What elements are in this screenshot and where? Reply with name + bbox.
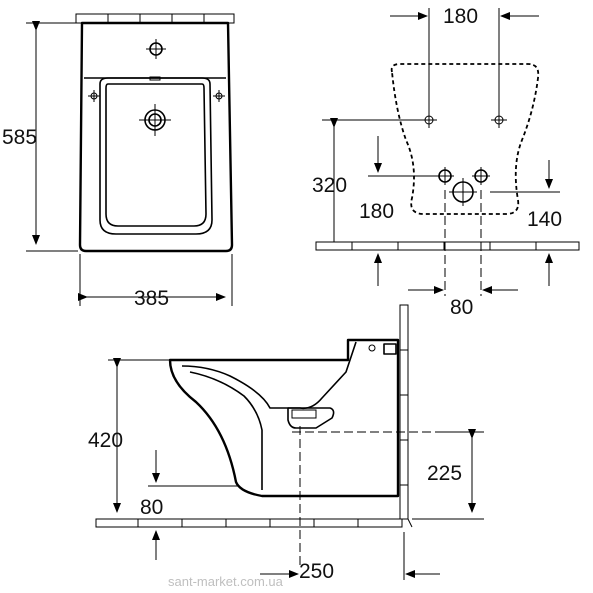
watermark: sant-market.com.ua: [168, 574, 284, 589]
label-585: 585: [2, 126, 37, 149]
label-420: 420: [88, 429, 123, 452]
supply-pipe-left-icon: [436, 167, 454, 185]
supply-pipe-right-icon: [472, 167, 490, 185]
tap-hole-icon: [146, 39, 166, 59]
installation-view: [315, 8, 580, 296]
waste-pipe-icon: [449, 178, 477, 206]
label-80-side: 80: [140, 496, 163, 519]
label-225: 225: [427, 462, 462, 485]
label-180-lower: 180: [359, 200, 394, 223]
fixing-hole-right-icon: [213, 90, 225, 102]
side-view: [95, 304, 484, 580]
crosshair-left-icon: [421, 112, 437, 128]
drain-icon: [139, 104, 171, 136]
label-180-top: 180: [443, 5, 478, 28]
fixing-hole-left-icon: [88, 90, 100, 102]
label-80-top: 80: [450, 296, 473, 319]
front-view: [26, 13, 235, 306]
label-250: 250: [299, 560, 334, 583]
crosshair-right-icon: [491, 112, 507, 128]
label-320: 320: [312, 174, 347, 197]
label-140: 140: [527, 208, 562, 231]
label-385: 385: [134, 287, 169, 310]
